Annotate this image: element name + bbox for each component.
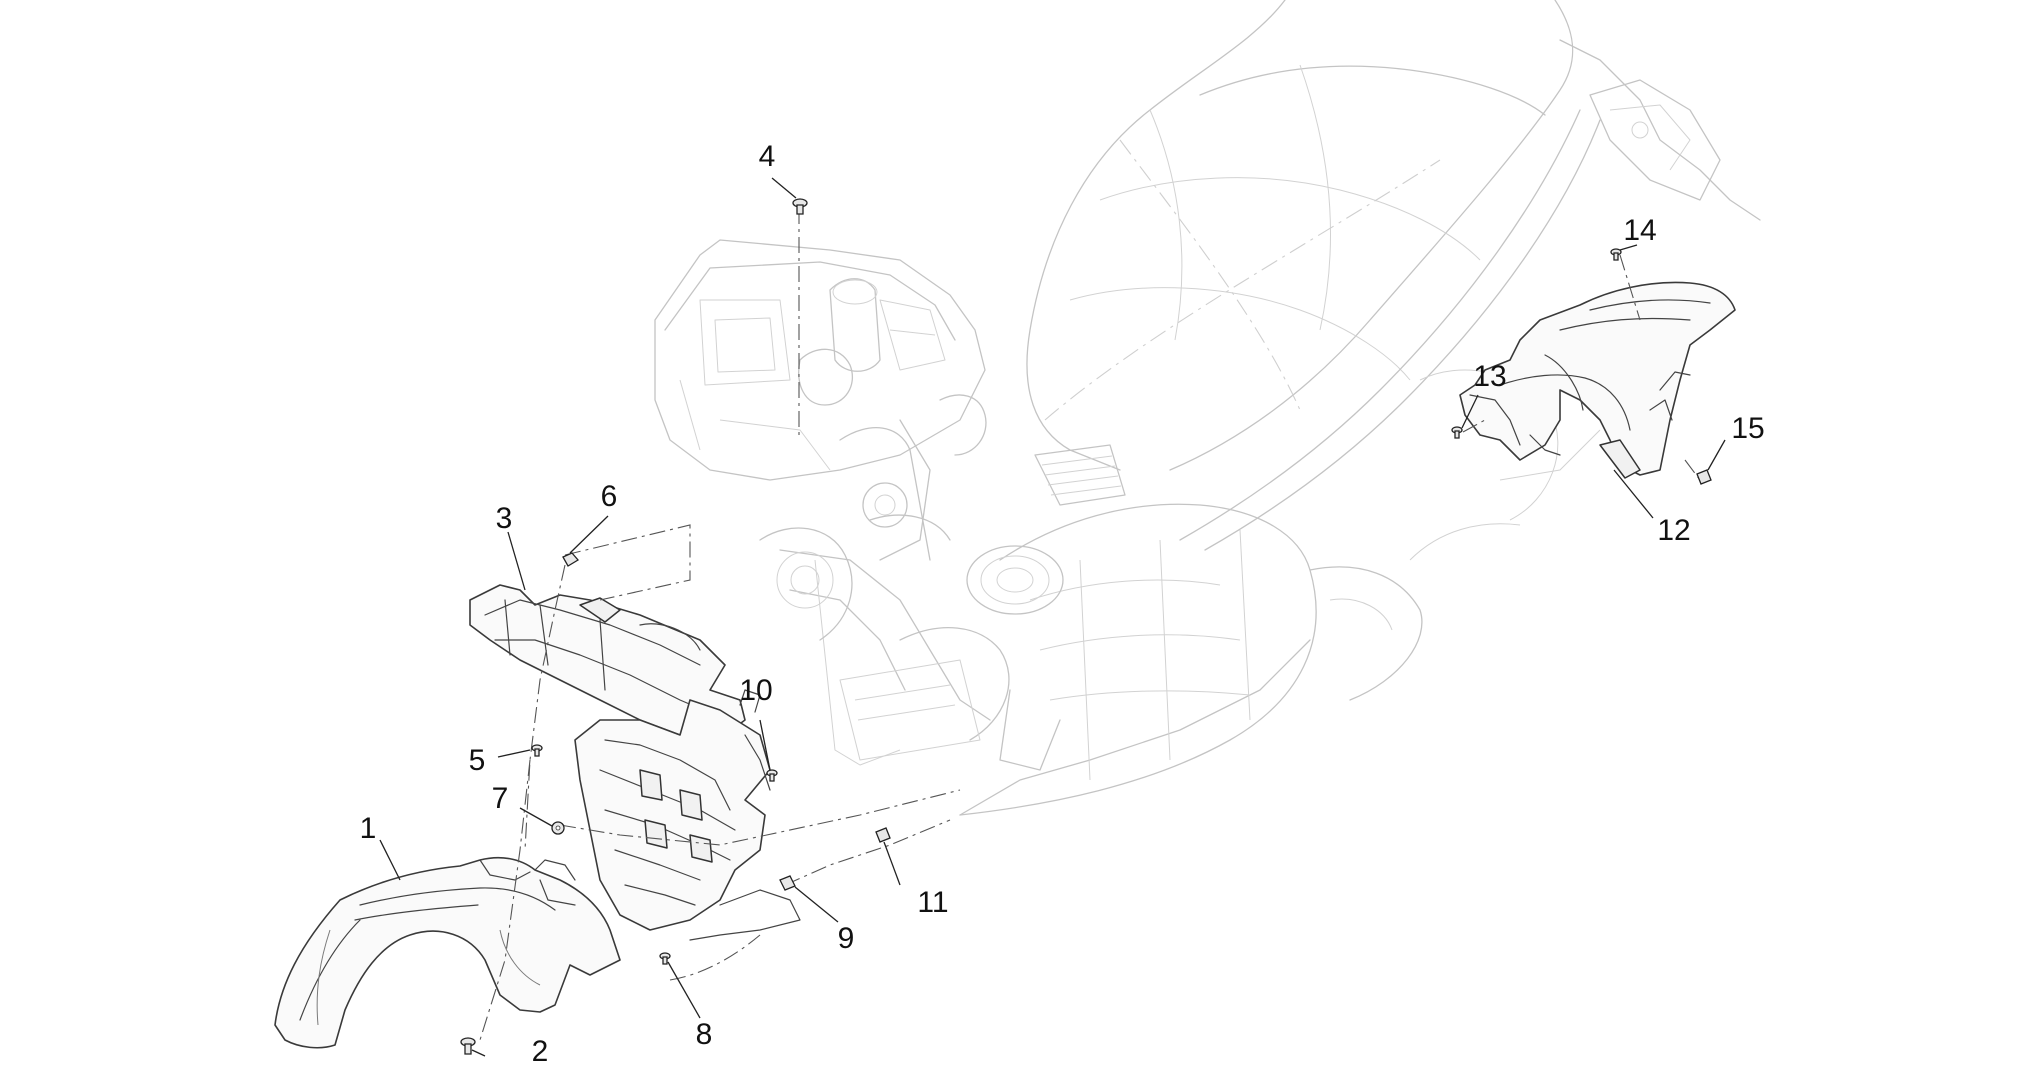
callout-10: 10: [739, 674, 772, 707]
screw-4-icon: [792, 198, 808, 215]
clip-9-icon: [779, 875, 796, 891]
callout-9: 9: [838, 922, 855, 955]
part-1-front-mudguard: [274, 856, 621, 1049]
assembly-axes: [479, 208, 1701, 1041]
callout-5: 5: [469, 744, 486, 777]
part-12-rear-hugger: [1459, 281, 1736, 479]
screw-13-icon: [1451, 426, 1463, 439]
callout-11: 11: [917, 886, 948, 919]
callout-12: 12: [1657, 514, 1690, 547]
clip-6-icon: [562, 552, 579, 567]
leader-lines: [379, 177, 1726, 1057]
screw-8-icon: [659, 952, 671, 965]
fasteners: [460, 198, 1712, 1055]
headlight-assembly-outline: [654, 239, 987, 641]
callout-13: 13: [1473, 360, 1506, 393]
callout-4: 4: [759, 140, 776, 173]
callout-14: 14: [1623, 214, 1656, 247]
screw-5-icon: [531, 744, 543, 757]
screw-14-icon: [1610, 248, 1622, 261]
callout-6: 6: [601, 480, 618, 513]
nut-7-icon: [551, 821, 565, 835]
callout-1: 1: [360, 812, 377, 845]
callout-7: 7: [492, 782, 509, 815]
screw-2-icon: [460, 1037, 476, 1055]
callout-15: 15: [1731, 412, 1764, 445]
callout-3: 3: [496, 502, 513, 535]
callout-2: 2: [532, 1035, 549, 1067]
clip-11-icon: [875, 827, 891, 843]
callout-labels: 1 2 3 4 5 6 7 8 9 10 11 12 13 14 15: [360, 140, 1765, 1067]
screw-10-icon: [766, 769, 778, 782]
clip-15-icon: [1696, 469, 1712, 485]
callout-8: 8: [696, 1018, 713, 1051]
part-3-inner-shield: [469, 584, 801, 941]
